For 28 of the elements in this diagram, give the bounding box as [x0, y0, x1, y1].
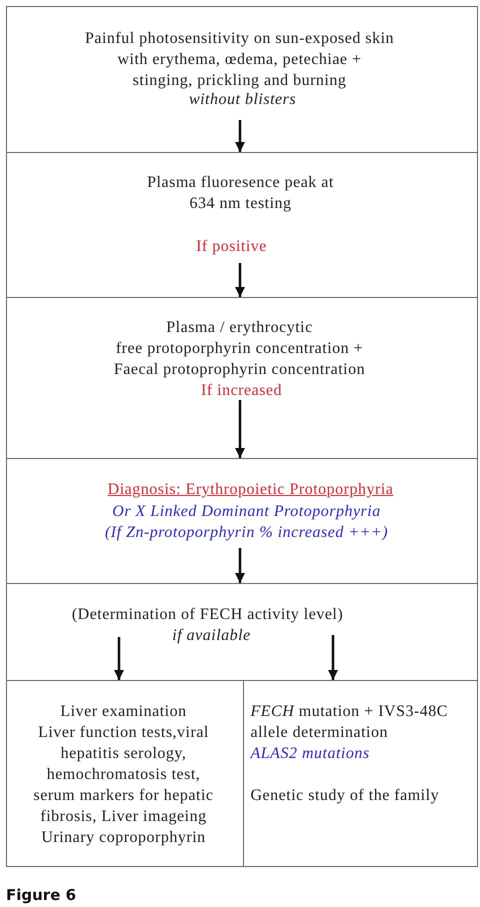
test-list-text: Liver function tests,viral hepatitis serology, hemochromatosis test, serum markers for hepatic fibrosis, Liver imageing — [34, 723, 214, 827]
note-text: if available — [172, 626, 251, 646]
note-text: without blisters — [188, 90, 296, 110]
test-text: Genetic study of the family — [250, 786, 440, 806]
diagnosis-text: Or X Linked Dominant Protoporphyria (If Zn-protoporphyrin % increased +++) — [104, 502, 388, 543]
test-text: Plasma / erythrocytic free protoporphyrin concentration + Faecal protoprophyrin concentration — [114, 318, 366, 380]
flowchart-box — [6, 6, 478, 153]
diagnosis-text: Diagnosis: Erythropoietic Protoporphyria — [108, 480, 394, 500]
arrow — [235, 548, 245, 583]
arrow — [235, 400, 245, 458]
arrow — [235, 120, 245, 152]
test-text: ALAS2 mutations — [250, 744, 370, 764]
flowchart-box — [6, 297, 478, 459]
flowchart-box — [243, 680, 478, 867]
test-text: FECH mutation + IVS3-48C allele determination — [250, 702, 448, 743]
test-text: (Determination of FECH activity level) — [72, 605, 344, 625]
arrow — [114, 637, 124, 680]
test-text: Urinary coproporphyrin — [41, 828, 206, 848]
flowchart-box — [6, 680, 244, 867]
figure-caption: Figure 6 — [6, 886, 76, 904]
flowchart-box — [6, 583, 478, 681]
test-text: Liver examination — [60, 702, 187, 722]
flowchart-box — [6, 152, 478, 298]
test-text: Plasma fluoresence peak at 634 nm testing — [147, 173, 334, 214]
condition-text: If increased — [200, 381, 282, 401]
arrow — [328, 635, 338, 680]
condition-text: If positive — [196, 237, 267, 257]
flowchart-box — [6, 458, 478, 584]
